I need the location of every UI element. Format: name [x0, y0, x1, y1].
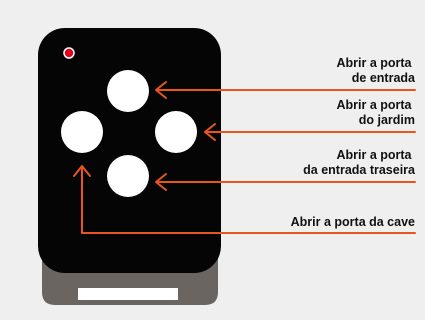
label-right: Abrir a porta do jardim — [337, 98, 416, 127]
label-top-line-2: de entrada — [352, 71, 416, 85]
callout-line-left — [81, 167, 416, 234]
label-top-line-1: Abrir a porta — [337, 56, 413, 70]
label-right-line-2: do jardim — [359, 113, 415, 127]
arrowhead-left — [73, 165, 91, 177]
arrowhead-top — [155, 81, 167, 99]
label-bottom-line-2: da entrada traseira — [303, 163, 416, 177]
remote-button-bottom[interactable] — [107, 155, 149, 197]
label-bottom: Abrir a porta da entrada traseira — [303, 148, 416, 177]
remote-button-right[interactable] — [155, 111, 197, 153]
remote-button-left[interactable] — [61, 111, 103, 153]
arrowhead-right — [204, 123, 216, 141]
label-right-line-1: Abrir a porta — [337, 98, 413, 112]
label-left: Abrir a porta da cave — [291, 215, 415, 229]
remote-slot — [78, 288, 178, 300]
label-top: Abrir a porta de entrada — [337, 56, 417, 85]
arrowhead-bottom — [155, 173, 167, 191]
led-indicator — [63, 47, 75, 59]
label-bottom-line-1: Abrir a porta — [337, 148, 413, 162]
label-left-line-1: Abrir a porta da cave — [291, 215, 415, 229]
remote-button-top[interactable] — [107, 70, 149, 112]
remote-body — [38, 28, 221, 273]
